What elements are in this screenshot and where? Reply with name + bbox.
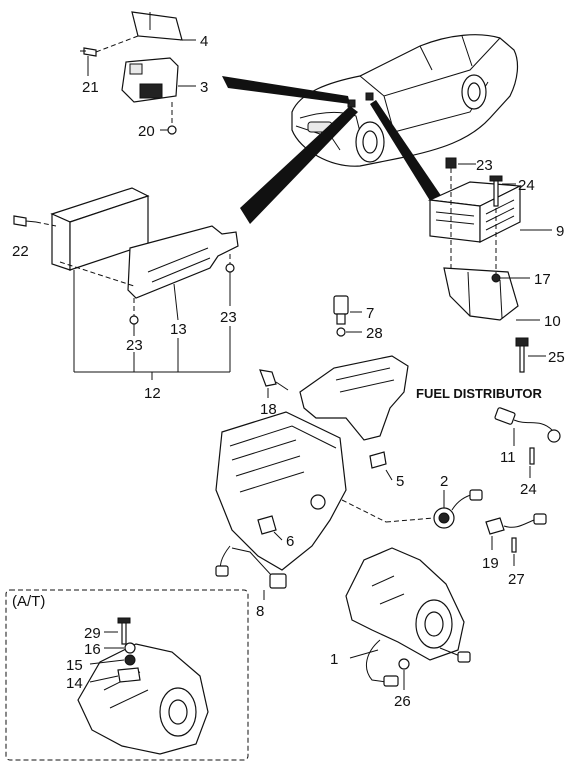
callout-19: 19	[482, 555, 499, 572]
callout-9: 9	[556, 223, 564, 240]
callout-23: 23	[220, 309, 237, 326]
ecu-assembly	[427, 157, 529, 373]
callout-20: 20	[138, 123, 155, 140]
speed-sensor-group	[433, 489, 547, 553]
callout-21: 21	[82, 79, 99, 96]
automatic-transaxle	[77, 617, 209, 755]
callout-16: 16	[84, 641, 101, 658]
callout-7: 7	[366, 305, 374, 322]
intake-manifold	[259, 295, 409, 441]
at-inset-label: (A/T)	[12, 593, 45, 610]
at-inset-frame	[5, 589, 249, 761]
callout-17: 17	[534, 271, 551, 288]
callout-27: 27	[508, 571, 525, 588]
callout-18: 18	[260, 401, 277, 418]
callout-4: 4	[200, 33, 208, 50]
pointer-band	[240, 106, 358, 224]
control-module-assembly	[13, 187, 239, 325]
callout-28: 28	[366, 325, 383, 342]
fuel-distributor-label: FUEL DISTRIBUTOR	[416, 386, 543, 401]
callout-15: 15	[66, 657, 83, 674]
callout-14: 14	[66, 675, 83, 692]
callout-5: 5	[396, 473, 404, 490]
callout-11: 11	[500, 449, 516, 466]
callout-3: 3	[200, 79, 208, 96]
callout-13: 13	[170, 321, 187, 338]
callout-25: 25	[548, 349, 565, 366]
transaxle-assembly	[345, 547, 471, 687]
engine-block	[215, 411, 387, 589]
vehicle-illustration	[291, 34, 519, 167]
callout-23: 23	[126, 337, 143, 354]
callout-2: 2	[440, 473, 448, 490]
callout-6: 6	[286, 533, 294, 550]
callout-23: 23	[476, 157, 493, 174]
callout-10: 10	[544, 313, 561, 330]
fuel-distributor-sensor	[494, 407, 561, 465]
callout-8: 8	[256, 603, 264, 620]
callout-24: 24	[518, 177, 535, 194]
pointer-band	[370, 100, 444, 204]
callout-12: 12	[144, 385, 161, 402]
pointer-band	[222, 76, 350, 104]
map-sensor-assembly	[80, 11, 183, 135]
callout-22: 22	[12, 243, 29, 260]
callout-29: 29	[84, 625, 101, 642]
callout-24: 24	[520, 481, 537, 498]
callout-1: 1	[330, 651, 338, 668]
callout-26: 26	[394, 693, 411, 710]
